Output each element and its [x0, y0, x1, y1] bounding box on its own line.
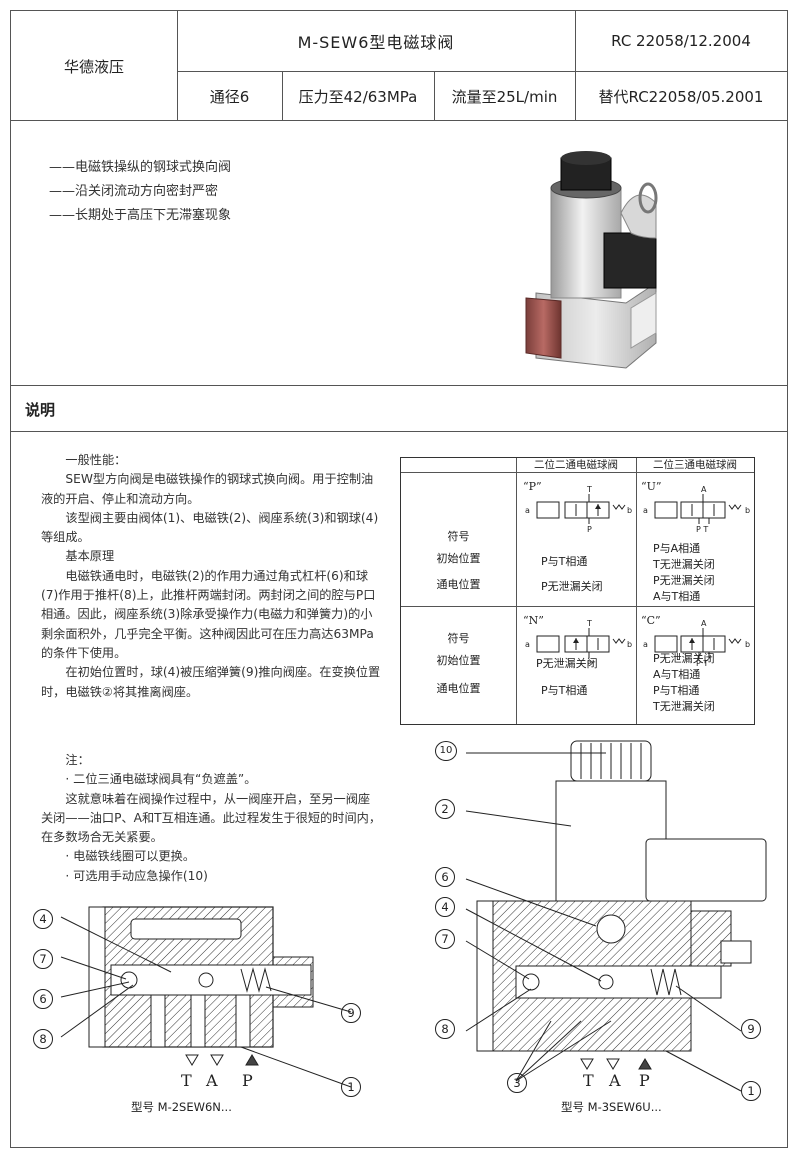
callout-1: 1	[741, 1081, 761, 1101]
symbol-table: 二位二通电磁球阀 二位三通电磁球阀 符号 初始位置 通电位置 符号 初始位置 通…	[400, 457, 755, 725]
n-symbol-diagram: T a b P	[525, 619, 632, 668]
header-table: 华德液压 M-SEW6型电磁球阀 RC 22058/12.2004 通径6 压力…	[11, 11, 787, 121]
description-block: 一般性能： SEW型方向阀是电磁铁操作的钢球式换向阀。用于控制油液的开启、停止和…	[41, 451, 381, 702]
port-label: a	[643, 506, 648, 515]
callout-1: 1	[341, 1077, 361, 1097]
port-label: P T	[696, 659, 708, 668]
row-label-symbol: 符号	[447, 530, 470, 543]
port-label: T	[586, 619, 592, 628]
port-label: a	[525, 506, 530, 515]
port-label: A	[206, 1071, 218, 1090]
doc-code: RC 22058/12.2004	[611, 32, 751, 50]
callout-2: 2	[435, 799, 455, 819]
desc-heading-general: 一般性能：	[65, 453, 127, 467]
note-item: · 二位三通电磁球阀具有“负遮盖”。	[65, 772, 257, 787]
c-initial-1: P无泄漏关闭	[653, 652, 715, 665]
desc-paragraph: SEW型方向阀是电磁铁操作的钢球式换向阀。用于控制油液的开启、停止和流动方向。	[41, 472, 374, 506]
callout-4: 4	[435, 897, 455, 917]
table-header-2way: 二位二通电磁球阀	[534, 459, 618, 471]
port-label: T	[583, 1071, 594, 1090]
u-initial-1: P与A相通	[653, 542, 701, 555]
callout-7: 7	[435, 929, 455, 949]
replaces-code: 替代RC22058/05.2001	[598, 87, 764, 106]
port-label: b	[745, 640, 750, 649]
notes-block: 注： · 二位三通电磁球阀具有“负遮盖”。 这就意味着在阀操作过程中，从一阀座开…	[41, 751, 381, 886]
nominal-size: 通径6	[209, 87, 250, 106]
row-label-initial: 初始位置	[436, 552, 481, 565]
flow-rating: 流量至25L/min	[451, 87, 558, 106]
port-label: a	[525, 640, 530, 649]
callout-10: 10	[435, 741, 457, 761]
datasheet-page: 华德液压 M-SEW6型电磁球阀 RC 22058/12.2004 通径6 压力…	[10, 10, 788, 1148]
pressure-rating: 压力至42/63MPa	[298, 87, 418, 106]
desc-paragraph: 该型阀主要由阀体(1)、电磁铁(2)、阀座系统(3)和钢球(4)等组成。	[41, 510, 379, 545]
port-label: P T	[696, 525, 708, 534]
row-label-energized: 通电位置	[436, 578, 481, 591]
port-label: T	[181, 1071, 192, 1090]
symbol-code-n: “N”	[523, 614, 544, 627]
port-label: b	[627, 640, 632, 649]
company-name: 华德液压	[63, 57, 124, 76]
feature-list: ——电磁铁操纵的钢球式换向阀 ——沿关闭流动方向密封严密 ——长期处于高压下无滞…	[49, 156, 231, 228]
u-initial-2: T无泄漏关闭	[653, 558, 715, 571]
callout-9: 9	[741, 1019, 761, 1039]
note-item: · 电磁铁线圈可以更换。	[65, 849, 196, 864]
port-label: P	[242, 1071, 253, 1090]
feature-item: ——长期处于高压下无滞塞现象	[49, 208, 232, 223]
callout-9: 9	[341, 1003, 361, 1023]
port-label: A	[609, 1071, 621, 1090]
port-label: T	[586, 485, 592, 494]
callout-6: 6	[33, 989, 53, 1009]
cross-section-3way	[465, 740, 767, 1092]
p-initial: P与T相通	[541, 555, 588, 568]
callout-8: 8	[435, 1019, 455, 1039]
c-energized-1: P与T相通	[653, 684, 700, 697]
caption-right: 型号 M-3SEW6U...	[561, 1100, 662, 1114]
port-label: b	[627, 506, 632, 515]
symbol-code-u: “U”	[641, 480, 662, 493]
desc-paragraph: 电磁铁通电时，电磁铁(2)的作用力通过角式杠杆(6)和球(7)作用于推杆(8)上…	[41, 568, 376, 660]
row-label-symbol: 符号	[447, 632, 470, 645]
p-symbol-diagram: T a b P	[525, 485, 632, 534]
symbol-code-c: “C”	[641, 614, 661, 627]
port-label: a	[643, 640, 648, 649]
n-initial: P无泄漏关闭	[536, 657, 598, 670]
c-symbol-diagram: A a b P T	[643, 619, 750, 668]
product-title: M-SEW6型电磁球阀	[297, 33, 455, 52]
u-energized-1: P无泄漏关闭	[653, 574, 715, 587]
note-item: · 可选用手动应急操作(10)	[65, 868, 208, 883]
symbol-code-p: “P”	[523, 480, 542, 493]
callout-6: 6	[435, 867, 455, 887]
u-symbol-diagram: A a b P T	[643, 485, 750, 534]
desc-paragraph: 在初始位置时，球(4)被压缩弹簧(9)推向阀座。在变换位置时，电磁铁②将其推离阀…	[41, 665, 381, 699]
note-item: 这就意味着在阀操作过程中，从一阀座开启，至另一阀座关闭——油口P、A和T互相连通…	[41, 791, 382, 845]
u-energized-2: A与T相通	[653, 590, 701, 603]
port-label: b	[745, 506, 750, 515]
row-label-initial: 初始位置	[436, 654, 481, 667]
port-label: A	[701, 485, 707, 494]
desc-heading-principle: 基本原理	[65, 549, 115, 564]
feature-item: ——沿关闭流动方向密封严密	[49, 184, 219, 199]
table-header-3way: 二位三通电磁球阀	[653, 459, 737, 471]
notes-title: 注：	[65, 753, 90, 767]
cross-section-2way	[60, 906, 352, 1088]
callout-3: 3	[507, 1073, 527, 1093]
callout-7: 7	[33, 949, 53, 969]
c-initial-2: A与T相通	[653, 668, 701, 681]
p-energized: P无泄漏关闭	[541, 580, 603, 593]
feature-item: ——电磁铁操纵的钢球式换向阀	[49, 160, 232, 175]
row-label-energized: 通电位置	[436, 682, 481, 695]
n-energized: P与T相通	[541, 684, 588, 697]
port-label: P	[587, 525, 592, 534]
caption-left: 型号 M-2SEW6N...	[131, 1100, 232, 1114]
port-label: A	[701, 619, 707, 628]
port-label: P	[639, 1071, 650, 1090]
callout-4: 4	[33, 909, 53, 929]
valve-photo	[525, 151, 658, 369]
port-label: P	[587, 659, 592, 668]
c-energized-2: T无泄漏关闭	[653, 700, 715, 713]
callout-8: 8	[33, 1029, 53, 1049]
section-title: 说明	[25, 401, 56, 419]
